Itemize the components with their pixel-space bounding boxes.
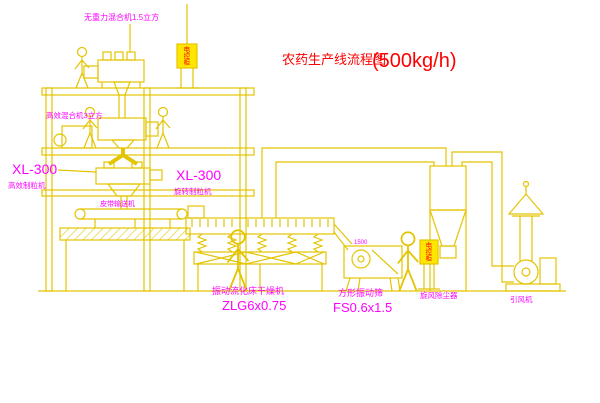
- fan-suction-pipe: [451, 151, 514, 283]
- vibrating-sieve: [343, 245, 403, 292]
- cabinet-1-label: 电控柜: [181, 46, 189, 66]
- label-belt-conveyor: 皮带输送机: [100, 199, 135, 208]
- label-sieve-dim: 1500: [354, 240, 368, 246]
- label-sieve-model: FS0.6x1.5: [333, 300, 392, 315]
- label-sieve-name: 方形振动筛: [338, 287, 383, 298]
- label-granulator-name: 旋转制粒机: [174, 186, 212, 196]
- label-dryer-name: 振动流化床干燥机: [212, 285, 284, 296]
- control-cabinet-2: [418, 239, 440, 290]
- high-efficiency-mixer: [53, 117, 159, 149]
- belt-conveyor: [74, 208, 188, 228]
- label-granulator-left-name: 高效制粒机: [8, 180, 46, 190]
- gravity-mixer: [83, 24, 145, 118]
- label-high-mixer: 高效混合机3立方: [46, 110, 103, 120]
- label-gravity-mixer: 无重力混合机1.5立方: [84, 12, 159, 22]
- building-frame: [41, 87, 255, 292]
- foundation: [59, 227, 191, 291]
- fluid-bed-dryer: [185, 205, 353, 291]
- label-granulator-left-model: XL-300: [12, 161, 57, 177]
- control-cabinet-1: [175, 4, 199, 89]
- label-dryer-model: ZLG6x0.75: [222, 298, 286, 313]
- fan-base: [505, 283, 561, 292]
- fan-motor: [539, 257, 557, 285]
- diagram-capacity: (500kg/h): [372, 50, 457, 72]
- granulator: [57, 161, 163, 209]
- label-granulator-model: XL-300: [176, 167, 221, 183]
- induced-draft-fan: [505, 180, 561, 292]
- person-figure: [396, 231, 420, 292]
- label-fan: 引风机: [510, 294, 533, 304]
- diagram-title: 农药生产线流程图: [282, 52, 386, 67]
- exhaust-duct: [261, 147, 447, 218]
- person-figure: [74, 46, 90, 89]
- rain-cap: [507, 193, 545, 215]
- cyclone-dust-collector: [429, 165, 467, 291]
- cabinet-2-label: 电控柜: [423, 242, 431, 262]
- label-cyclone: 旋风除尘器: [420, 290, 458, 300]
